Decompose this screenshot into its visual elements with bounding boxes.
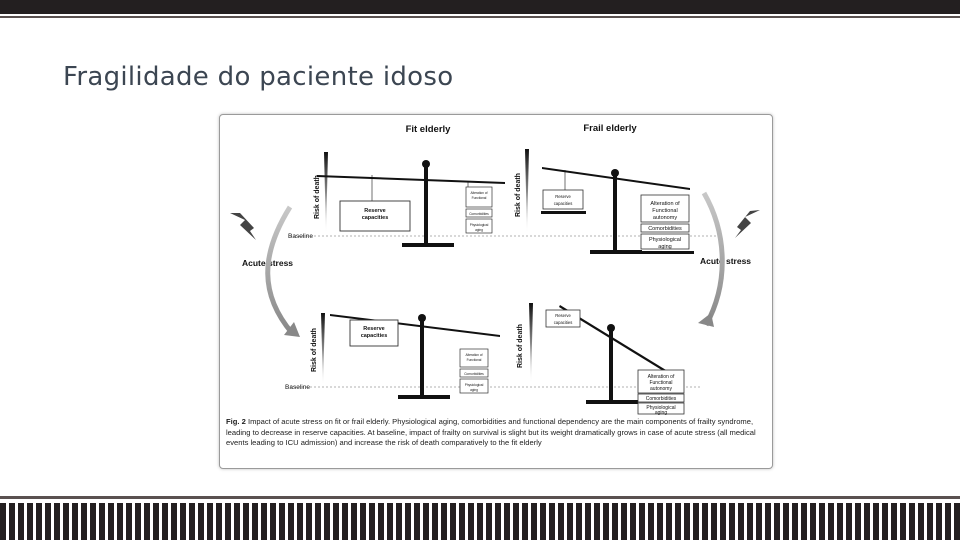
svg-text:Reserve: Reserve <box>555 194 571 199</box>
svg-text:Functional: Functional <box>467 358 482 362</box>
svg-text:autonomy: autonomy <box>650 386 672 392</box>
svg-text:aging: aging <box>470 388 478 392</box>
svg-text:Reserve: Reserve <box>364 208 385 214</box>
svg-text:Physiological: Physiological <box>649 237 681 243</box>
svg-text:aging: aging <box>658 244 671 250</box>
risk-label-top-right: Risk of death <box>515 173 522 217</box>
svg-text:aging: aging <box>475 228 483 232</box>
scale-frail-stress: Reserve capacities Alteration of Functio… <box>546 305 684 415</box>
figure-panel: Fit elderly Frail elderly Baseline Basel… <box>219 114 773 469</box>
bottom-decorative-line <box>0 496 960 499</box>
scale-fit-stress: Reserve capacities Alteration of Functio… <box>330 314 500 399</box>
lightning-icon-left <box>230 213 256 240</box>
acute-stress-arrow-left <box>268 207 292 333</box>
risk-wedge-bottom-right <box>529 303 533 383</box>
svg-text:Alteration of: Alteration of <box>470 191 487 195</box>
figure-caption: Fig. 2 Impact of acute stress on fit or … <box>226 417 766 449</box>
svg-text:Reserve: Reserve <box>363 326 384 332</box>
caption-fig-label: Fig. 2 <box>226 417 246 426</box>
lightning-icon-right <box>735 210 760 238</box>
slide-title: Fragilidade do paciente idoso <box>63 62 453 92</box>
svg-text:autonomy: autonomy <box>653 215 677 221</box>
top-decorative-line <box>0 16 960 18</box>
caption-text: Impact of acute stress on fit or frail e… <box>226 417 756 447</box>
svg-text:capacities: capacities <box>362 215 389 221</box>
svg-text:capacities: capacities <box>554 201 573 206</box>
svg-text:Reserve: Reserve <box>555 313 571 318</box>
risk-label-top-left: Risk of death <box>314 175 321 219</box>
svg-text:Comorbidities: Comorbidities <box>646 396 677 402</box>
risk-label-bottom-left: Risk of death <box>311 328 318 372</box>
svg-text:Physiological: Physiological <box>470 223 489 227</box>
svg-text:capacities: capacities <box>361 333 388 339</box>
svg-text:Comorbidities: Comorbidities <box>464 372 484 376</box>
risk-wedge-bottom-left <box>321 313 325 385</box>
svg-text:capacities: capacities <box>554 320 573 325</box>
baseline-label-bottom: Baseline <box>285 384 310 391</box>
scale-frail-baseline: Reserve capacities Alteration of Functio… <box>541 167 694 254</box>
svg-text:Comorbidities: Comorbidities <box>648 226 682 232</box>
bottom-decorative-band <box>0 503 960 540</box>
svg-text:Alteration of: Alteration of <box>465 353 482 357</box>
acute-stress-label-right: Acute stress <box>700 256 751 266</box>
svg-text:aging: aging <box>655 410 667 415</box>
svg-text:Comorbidities: Comorbidities <box>469 212 489 216</box>
header-fit-elderly: Fit elderly <box>406 124 452 135</box>
top-decorative-bar <box>0 0 960 14</box>
svg-text:Alteration of: Alteration of <box>650 201 680 207</box>
risk-wedge-top-right <box>525 149 529 233</box>
risk-label-bottom-right: Risk of death <box>517 324 524 368</box>
scale-fit-baseline: Reserve capacities Alteration of Functio… <box>317 160 505 247</box>
header-frail-elderly: Frail elderly <box>583 123 637 134</box>
baseline-label-top: Baseline <box>288 233 313 240</box>
risk-wedge-top-left <box>324 152 328 233</box>
svg-text:Functional: Functional <box>652 208 677 214</box>
svg-text:Physiological: Physiological <box>465 383 484 387</box>
frailty-scales-diagram: Fit elderly Frail elderly Baseline Basel… <box>220 115 772 415</box>
svg-text:Functional: Functional <box>472 196 487 200</box>
